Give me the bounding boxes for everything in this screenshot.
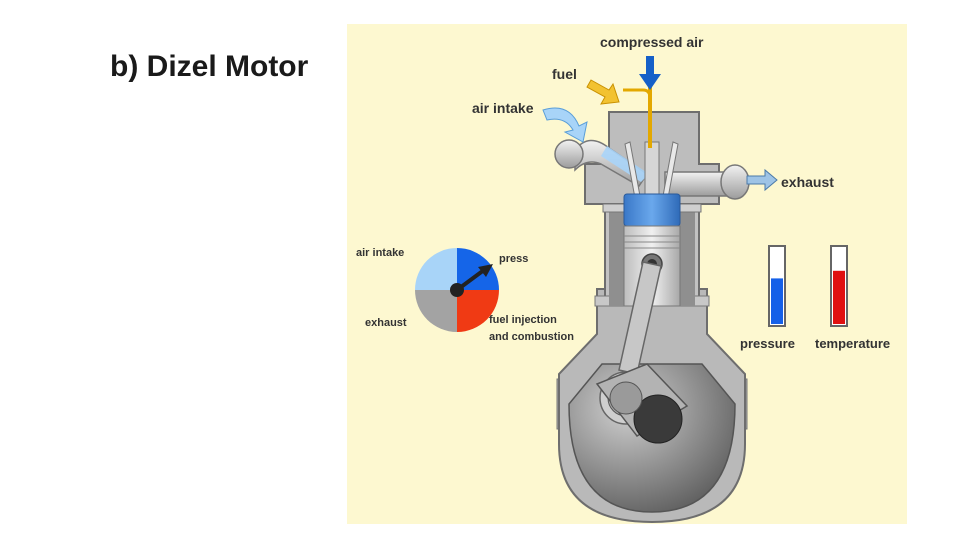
exhaust-pipe (664, 164, 778, 200)
slide-title: b) Dizel Motor (110, 50, 309, 83)
dial-sector-fuel-combustion (457, 290, 499, 332)
label-compressed-air: compressed air (600, 34, 704, 50)
label-fuel: fuel (552, 66, 577, 82)
dial-sector-press (457, 248, 499, 290)
pressure-gauge-fill (771, 278, 783, 324)
dial-sector-air-intake (415, 248, 457, 290)
dial-label-fuel-injection: fuel injection (489, 314, 557, 326)
gauge-label-temperature: temperature (815, 336, 890, 351)
temperature-gauge-fill (833, 270, 845, 324)
fuel-arrow (586, 79, 620, 105)
crankshaft (595, 363, 689, 444)
label-air-intake: air intake (472, 100, 534, 116)
cycle-dial (415, 248, 499, 332)
pressure-gauge (768, 245, 786, 327)
temperature-gauge (830, 245, 848, 327)
gauge-label-pressure: pressure (740, 336, 795, 351)
air-intake-pipe (542, 107, 649, 188)
dial-label-combustion: and combustion (489, 331, 574, 343)
compressed-air-arrow (639, 56, 661, 90)
dial-label-air-intake: air intake (356, 247, 404, 259)
label-exhaust: exhaust (781, 174, 834, 190)
dial-label-press: press (499, 253, 528, 265)
dial-label-exhaust: exhaust (365, 317, 407, 329)
dial-sector-exhaust (415, 290, 457, 332)
dial-hub (450, 283, 464, 297)
diesel-engine-diagram: compressed air fuel air intake exhaust a… (347, 24, 907, 524)
